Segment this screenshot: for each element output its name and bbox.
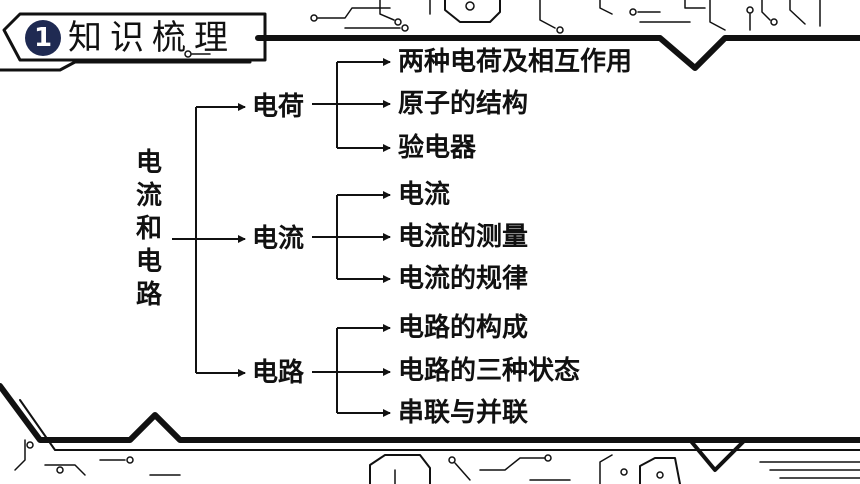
- leaf-item: 电流的规律: [398, 264, 529, 294]
- leaf-item: 串联与并联: [398, 398, 529, 428]
- section-number-badge: 1: [25, 20, 61, 56]
- leaf-item: 验电器: [398, 133, 477, 163]
- root-char: 电: [135, 148, 162, 178]
- branch-label-current: 电流: [252, 224, 305, 254]
- mindmap-root: 电 流 和 电 路: [134, 147, 164, 312]
- leaf-item: 两种电荷及相互作用: [398, 47, 633, 77]
- root-char: 流: [135, 181, 162, 211]
- root-char: 和: [135, 214, 162, 244]
- leaf-item: 电流的测量: [398, 222, 529, 252]
- leaf-item: 电流: [398, 180, 451, 210]
- root-char: 电: [135, 247, 162, 277]
- branch-label-circuit: 电路: [252, 358, 305, 388]
- root-char: 路: [135, 280, 162, 310]
- branch-label-charge: 电荷: [252, 92, 305, 122]
- leaf-item: 电路的构成: [398, 313, 529, 343]
- leaf-item: 电路的三种状态: [398, 356, 581, 386]
- leaf-item: 原子的结构: [398, 89, 529, 119]
- section-title: 知识梳理: [68, 18, 236, 58]
